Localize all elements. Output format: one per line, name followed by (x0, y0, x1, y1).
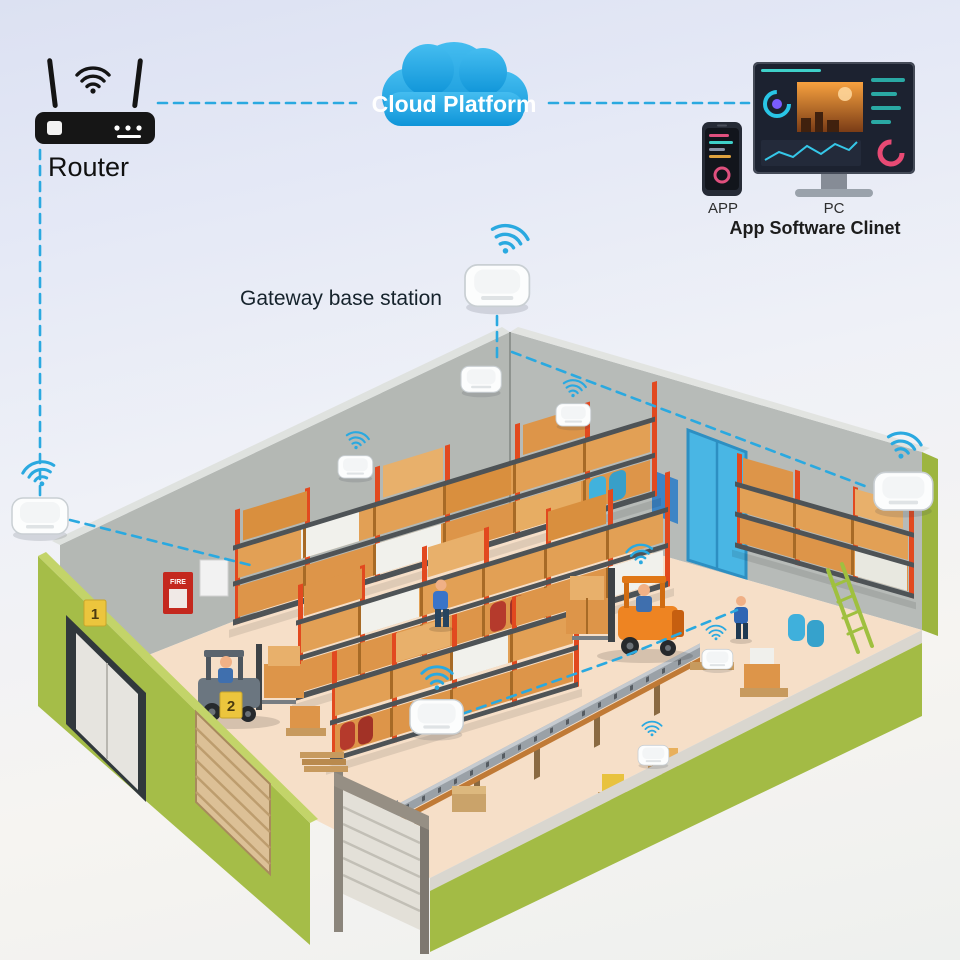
sliding-door-blue (686, 427, 748, 581)
conveyor-belt (382, 643, 700, 844)
wall-poster (199, 559, 229, 597)
access-point-gateway (464, 264, 531, 316)
link-left-ap-racks (68, 518, 252, 567)
app-label: APP (707, 200, 738, 217)
access-point-rack-left (337, 455, 374, 483)
pc-label: PC (823, 200, 845, 217)
blue-drums (788, 614, 824, 647)
access-point-right-wall (873, 471, 934, 519)
client-caption: App Software Clinet (729, 218, 901, 238)
monitor-base (795, 189, 873, 197)
link-floor-ap-right (460, 608, 739, 716)
cloud-icon: Cloud Platform (358, 30, 548, 148)
wifi-waves-gateway (485, 219, 532, 261)
door-sign-2: 2 (219, 691, 243, 719)
floor-slab-edge (430, 630, 922, 891)
worker-right (730, 596, 752, 644)
access-point-wall-corner (460, 365, 502, 398)
access-point-left-wall (11, 497, 69, 542)
monitor-stand (821, 174, 847, 189)
router-wifi-icon (75, 66, 111, 94)
roller-door-2 (195, 709, 271, 877)
fire-extinguisher-box: FIRE (163, 572, 193, 614)
dock-door-frame (334, 772, 429, 954)
router-label: Router (48, 152, 130, 182)
access-point-rack-right (555, 403, 592, 431)
door-sign-2-label: 2 (227, 698, 235, 715)
forklift-left (188, 644, 304, 729)
smartphone-icon (702, 122, 742, 196)
warehouse-illustration: FIRE (38, 327, 938, 954)
ladder (826, 562, 874, 654)
fire-box-label: FIRE (170, 579, 186, 586)
back-wall-left-top (52, 327, 510, 545)
worker-center (429, 579, 453, 632)
access-point-pallet (701, 648, 734, 674)
front-wall-left-top (38, 552, 318, 823)
door-sign-1: 1 (83, 599, 107, 627)
access-point-conveyor-box (637, 744, 670, 770)
access-point-floor (409, 698, 464, 742)
monitor-icon (753, 62, 915, 197)
connection-lines (38, 101, 872, 716)
router-icon (33, 52, 157, 148)
forklift-right (566, 568, 693, 663)
cloud-platform-label: Cloud Platform (372, 91, 537, 117)
crate-top (452, 786, 486, 794)
gateway-base-station-label: Gateway base station (240, 287, 442, 310)
link-gateway-right-ap (510, 350, 872, 490)
door-sign-1-label: 1 (91, 606, 99, 623)
back-wall-right-top (510, 327, 930, 452)
elevator-opening (66, 615, 146, 802)
front-wall-right (430, 643, 922, 952)
